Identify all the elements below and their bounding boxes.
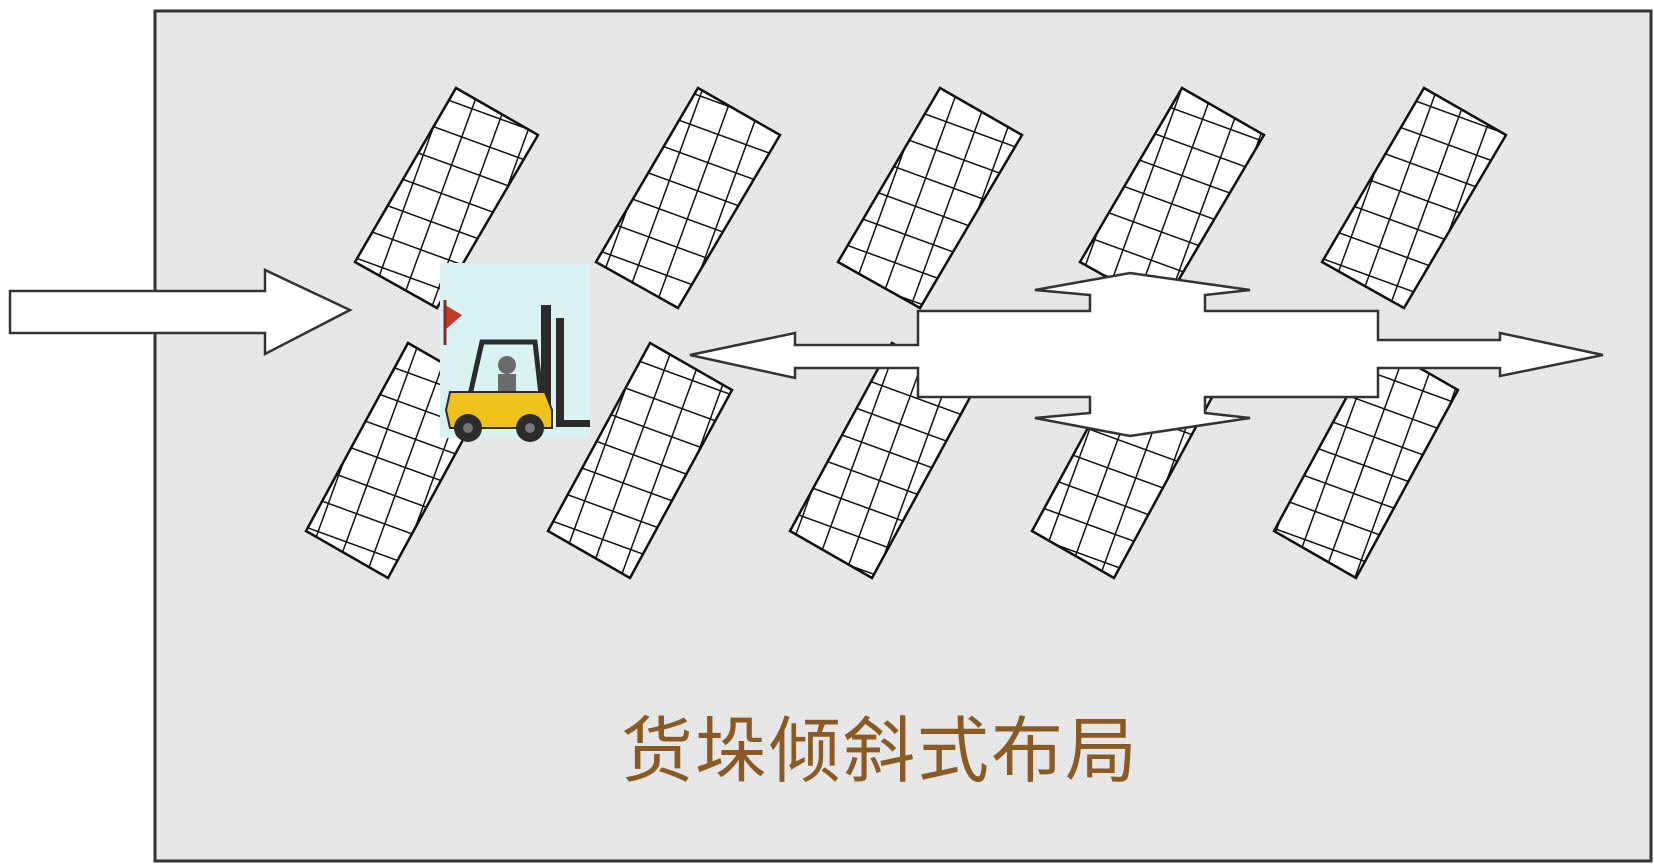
diagram-caption: 货垛倾斜式布局 (620, 709, 1139, 793)
forklift-icon (440, 263, 590, 442)
stacks-upper-row (353, 86, 1508, 310)
entry-arrow-icon (8, 268, 353, 357)
aisle-double-arrow-icon (689, 271, 1604, 438)
stack-lower-2 (546, 341, 734, 580)
stack-upper-5 (1320, 86, 1508, 310)
stack-lower-5 (1272, 341, 1460, 580)
stack-upper-3 (836, 86, 1024, 310)
stack-upper-2 (594, 86, 782, 310)
stack-upper-1 (353, 86, 540, 310)
